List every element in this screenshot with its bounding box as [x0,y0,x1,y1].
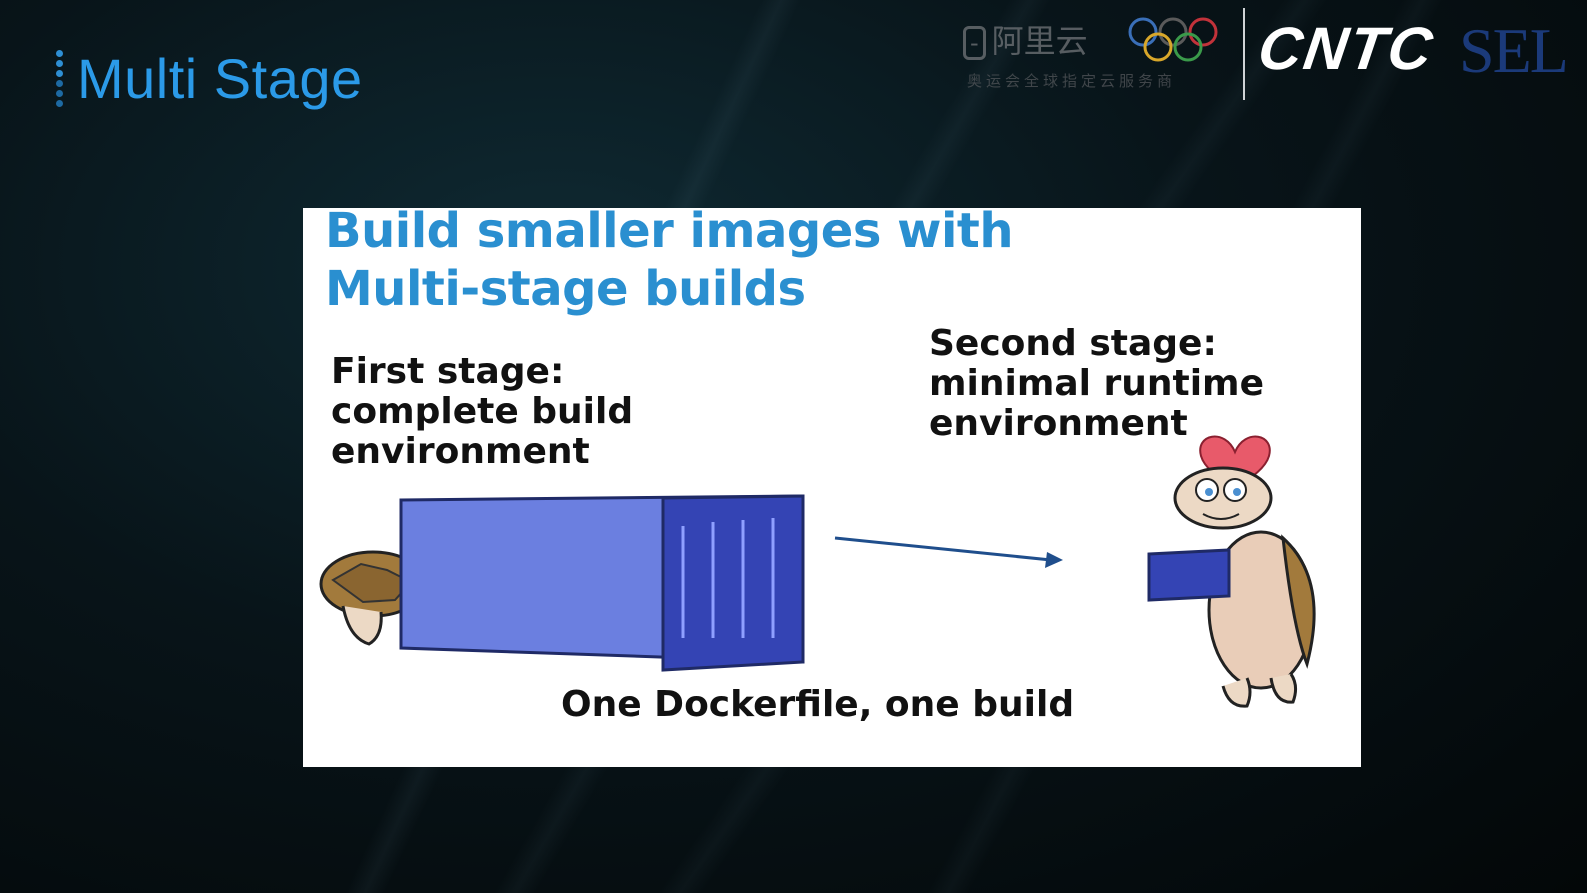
aliyun-name: 阿里云 [991,22,1088,60]
headline-line-1: Build smaller images with [325,208,1014,259]
olympic-rings-icon [1128,17,1218,62]
image-caption: One Dockerfile, one build [561,684,1075,725]
second-stage-label: Second stage: minimal runtime environmen… [929,324,1264,444]
first-stage-line-1: First stage: [331,351,565,392]
illustration-panel: Build smaller images with Multi-stage bu… [303,208,1361,767]
image-headline: Build smaller images with Multi-stage bu… [325,208,1014,318]
slide-title: Multi Stage [77,47,363,110]
first-stage-line-3: environment [331,431,590,472]
bullet-dots-icon [56,50,63,107]
first-stage-label: First stage: complete build environment [331,352,633,472]
sel-logo: SEL [1459,15,1569,86]
headline-line-2: Multi-stage builds [325,261,806,317]
second-stage-line-1: Second stage: [929,323,1217,364]
slide-header: Multi Stage [56,46,363,111]
second-stage-line-2: minimal runtime [929,363,1264,404]
logo-divider [1243,8,1245,100]
first-stage-line-2: complete build [331,391,634,432]
sponsor-logos: -阿里云 奥运会全球指定云服务商 CNTC SEL [955,8,1569,108]
illustration-art [319,435,1316,708]
large-container-icon [399,494,805,672]
cntc-logo: CNTC [1254,15,1439,82]
aliyun-tagline: 奥运会全球指定云服务商 [967,72,1177,90]
happy-turtle-icon [1147,466,1316,708]
arrow-icon [834,536,1063,568]
second-stage-line-3: environment [929,403,1188,444]
aliyun-logo: -阿里云 [963,16,1088,62]
